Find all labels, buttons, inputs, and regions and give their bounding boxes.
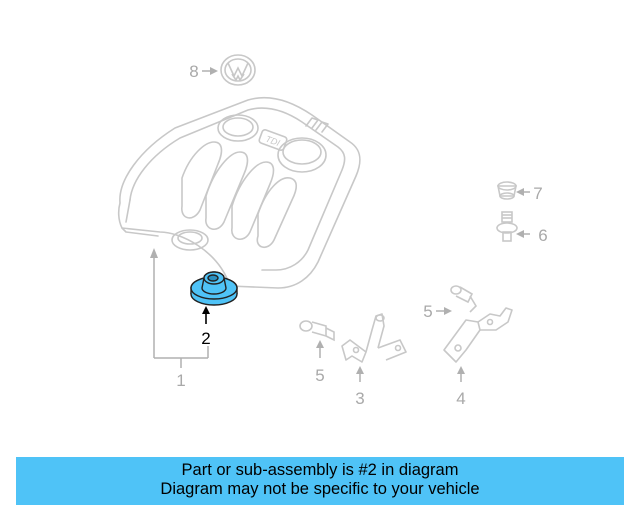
vw-emblem: [220, 54, 256, 86]
part-1-leader: [150, 248, 209, 368]
part-7-leader: [516, 188, 530, 196]
part-2-grommet[interactable]: [190, 271, 238, 306]
callout-2: 2: [201, 329, 210, 348]
callout-3: 3: [355, 389, 364, 408]
part-5-bolt-left: [299, 320, 335, 342]
callout-7: 7: [533, 184, 542, 203]
part-6-stud: [496, 211, 518, 242]
callout-8: 8: [189, 62, 198, 81]
part-5-right-leader: [436, 307, 452, 315]
callout-6: 6: [538, 226, 547, 245]
part-3-leader: [356, 366, 364, 382]
callout-5-right: 5: [423, 302, 432, 321]
engine-cover: [117, 96, 361, 289]
part-4-bracket: [443, 307, 513, 363]
callout-5-left: 5: [315, 366, 324, 385]
info-banner: Part or sub-assembly is #2 in diagram Di…: [16, 457, 624, 505]
part-2-arrow: [202, 306, 210, 324]
part-4-leader: [457, 366, 465, 382]
callout-4: 4: [456, 389, 465, 408]
part-5-bolt-right: [450, 285, 478, 313]
callout-1: 1: [176, 371, 185, 390]
part-7-nut: [497, 181, 517, 200]
part-5-left-leader: [316, 340, 324, 358]
part-6-leader: [516, 230, 530, 238]
banner-line-2: Diagram may not be specific to your vehi…: [160, 480, 480, 498]
tdi-badge-text: TDI: [264, 134, 282, 149]
part-3-bracket: [341, 313, 407, 363]
part-8-leader: [202, 67, 218, 75]
banner-line-1: Part or sub-assembly is #2 in diagram: [181, 461, 459, 479]
